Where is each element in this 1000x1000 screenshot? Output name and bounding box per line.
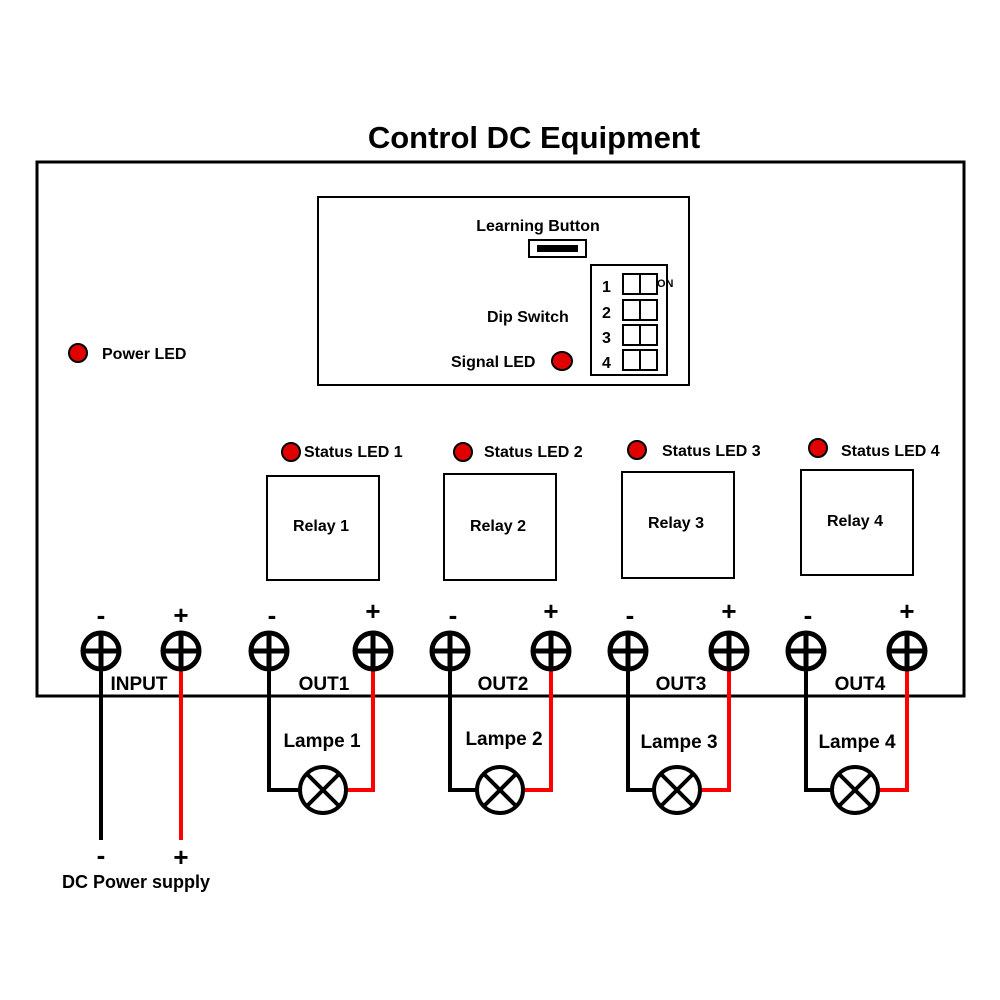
relay-1-label: Relay 1 [293,518,349,535]
dc-power-supply-label: DC Power supply [62,872,210,892]
out4-negative-wire [804,670,832,792]
lamp-1-label: Lampe 1 [283,731,361,752]
dip-number-1: 1 [602,279,611,296]
polarity-out3-positive: + [721,596,736,626]
terminal-input-positive[interactable] [160,630,202,672]
learning-button-label: Learning Button [476,218,600,235]
control-panel: Learning Button Dip Switch ON 1 2 3 4 Si… [317,196,690,386]
lamp-1-icon [298,765,348,815]
relay-4 [800,469,914,576]
out1-negative-wire [267,670,300,792]
status-led-1 [281,442,301,462]
out2-negative-wire [448,670,477,792]
polarity-out2-positive: + [543,596,558,626]
lamp-4-label: Lampe 4 [818,732,896,753]
signal-led-label: Signal LED [451,354,535,371]
lamp-4-icon [830,765,880,815]
power-led [68,343,88,363]
relay-4-label: Relay 4 [827,513,883,530]
polarity-out2-negative: - [449,600,458,630]
learning-button[interactable] [528,239,587,258]
terminal-out3-positive[interactable] [708,630,750,672]
polarity-supply-positive: + [173,842,188,872]
polarity-out1-negative: - [268,600,277,630]
polarity-input-negative: - [97,600,106,630]
lamp-3-icon [652,765,702,815]
terminal-out2-positive[interactable] [530,630,572,672]
status-led-1-label: Status LED 1 [304,444,403,461]
lamp-2-label: Lampe 2 [465,729,542,750]
lamp-2-icon [475,765,525,815]
relay-3-label: Relay 3 [648,515,704,532]
terminal-out2-negative[interactable] [429,630,471,672]
terminal-out1-positive[interactable] [352,630,394,672]
status-led-2-label: Status LED 2 [484,444,583,461]
output-1-label: OUT1 [299,674,350,695]
channel-1: Status LED 1 Relay 1 OUT1 Lampe 1 [266,442,403,752]
input-label: INPUT [111,674,168,695]
terminal-out3-negative[interactable] [607,630,649,672]
status-led-4 [808,438,828,458]
out1-positive-wire [346,670,375,792]
out2-positive-wire [523,670,553,792]
power-led-label: Power LED [102,346,186,363]
dip-toggle-1[interactable] [622,273,658,295]
dip-number-2: 2 [602,305,611,322]
output-4-label: OUT4 [835,674,886,695]
status-led-3-label: Status LED 3 [662,443,761,460]
dip-on-label: ON [657,278,674,290]
channel-3: Status LED 3 Relay 3 OUT3 Lampe 3 [621,440,761,753]
polarity-out4-positive: + [899,596,914,626]
terminal-input-negative[interactable] [80,630,122,672]
out4-positive-wire [878,670,909,792]
dip-toggle-4[interactable] [622,349,658,371]
polarity-input-positive: + [173,600,188,630]
status-led-3 [627,440,647,460]
polarity-out3-negative: - [626,600,635,630]
terminal-out4-negative[interactable] [785,630,827,672]
channel-4: Status LED 4 Relay 4 OUT4 Lampe 4 [800,438,940,753]
relay-2 [443,473,557,581]
relay-2-label: Relay 2 [470,518,526,535]
diagram-title: Control DC Equipment [368,120,700,155]
out3-negative-wire [626,670,654,792]
dip-toggle-3[interactable] [622,324,658,346]
output-2-label: OUT2 [478,674,529,695]
polarity-out1-positive: + [365,596,380,626]
polarity-supply-negative: - [97,840,106,870]
out3-positive-wire [700,670,731,792]
output-3-label: OUT3 [656,674,707,695]
polarity-out4-negative: - [804,600,813,630]
relay-3 [621,471,735,579]
dip-number-3: 3 [602,330,611,347]
channel-2: Status LED 2 Relay 2 OUT2 Lampe 2 [443,442,583,750]
status-led-2 [453,442,473,462]
dip-switch-label: Dip Switch [487,309,569,326]
lamp-3-label: Lampe 3 [640,732,717,753]
dip-switch[interactable]: ON 1 2 3 4 [590,264,674,376]
terminal-out1-negative[interactable] [248,630,290,672]
status-led-4-label: Status LED 4 [841,443,940,460]
dip-number-4: 4 [602,355,611,372]
relay-1 [266,475,380,581]
terminal-out4-positive[interactable] [886,630,928,672]
dip-toggle-2[interactable] [622,299,658,321]
signal-led [551,351,573,371]
